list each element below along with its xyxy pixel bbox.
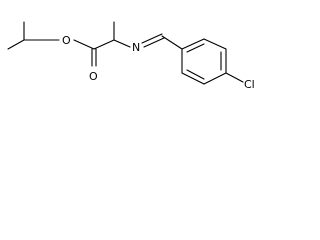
bond-isopropyl-methyl-left [7,39,25,50]
bond-imine-double-2 [143,37,165,48]
ring-bond-1 [181,38,205,50]
bond-oxygen-to-carbonyl-carbon [73,39,95,50]
bond-imine-carbon-to-ring [161,35,183,50]
ring-inner-double-1 [186,43,205,53]
chemical-structure-diagram: O O N Cl [7,21,255,91]
atom-label-nitrogen: N [132,41,140,54]
bond-carbonyl-to-alpha-carbon [93,39,115,50]
bond-ring-to-chlorine [225,72,244,83]
atom-label-oxygen-ether: O [62,34,71,47]
bond-alpha-carbon-to-nitrogen [113,39,131,48]
bond-imine-double-1 [141,33,163,44]
atom-label-oxygen-carbonyl: O [89,70,98,83]
ring-bond-2 [203,38,227,50]
ring-bond-5 [181,72,205,85]
ring-bond-4 [203,72,227,85]
ring-inner-double-3 [186,69,205,80]
atom-label-chlorine: Cl [244,78,255,91]
